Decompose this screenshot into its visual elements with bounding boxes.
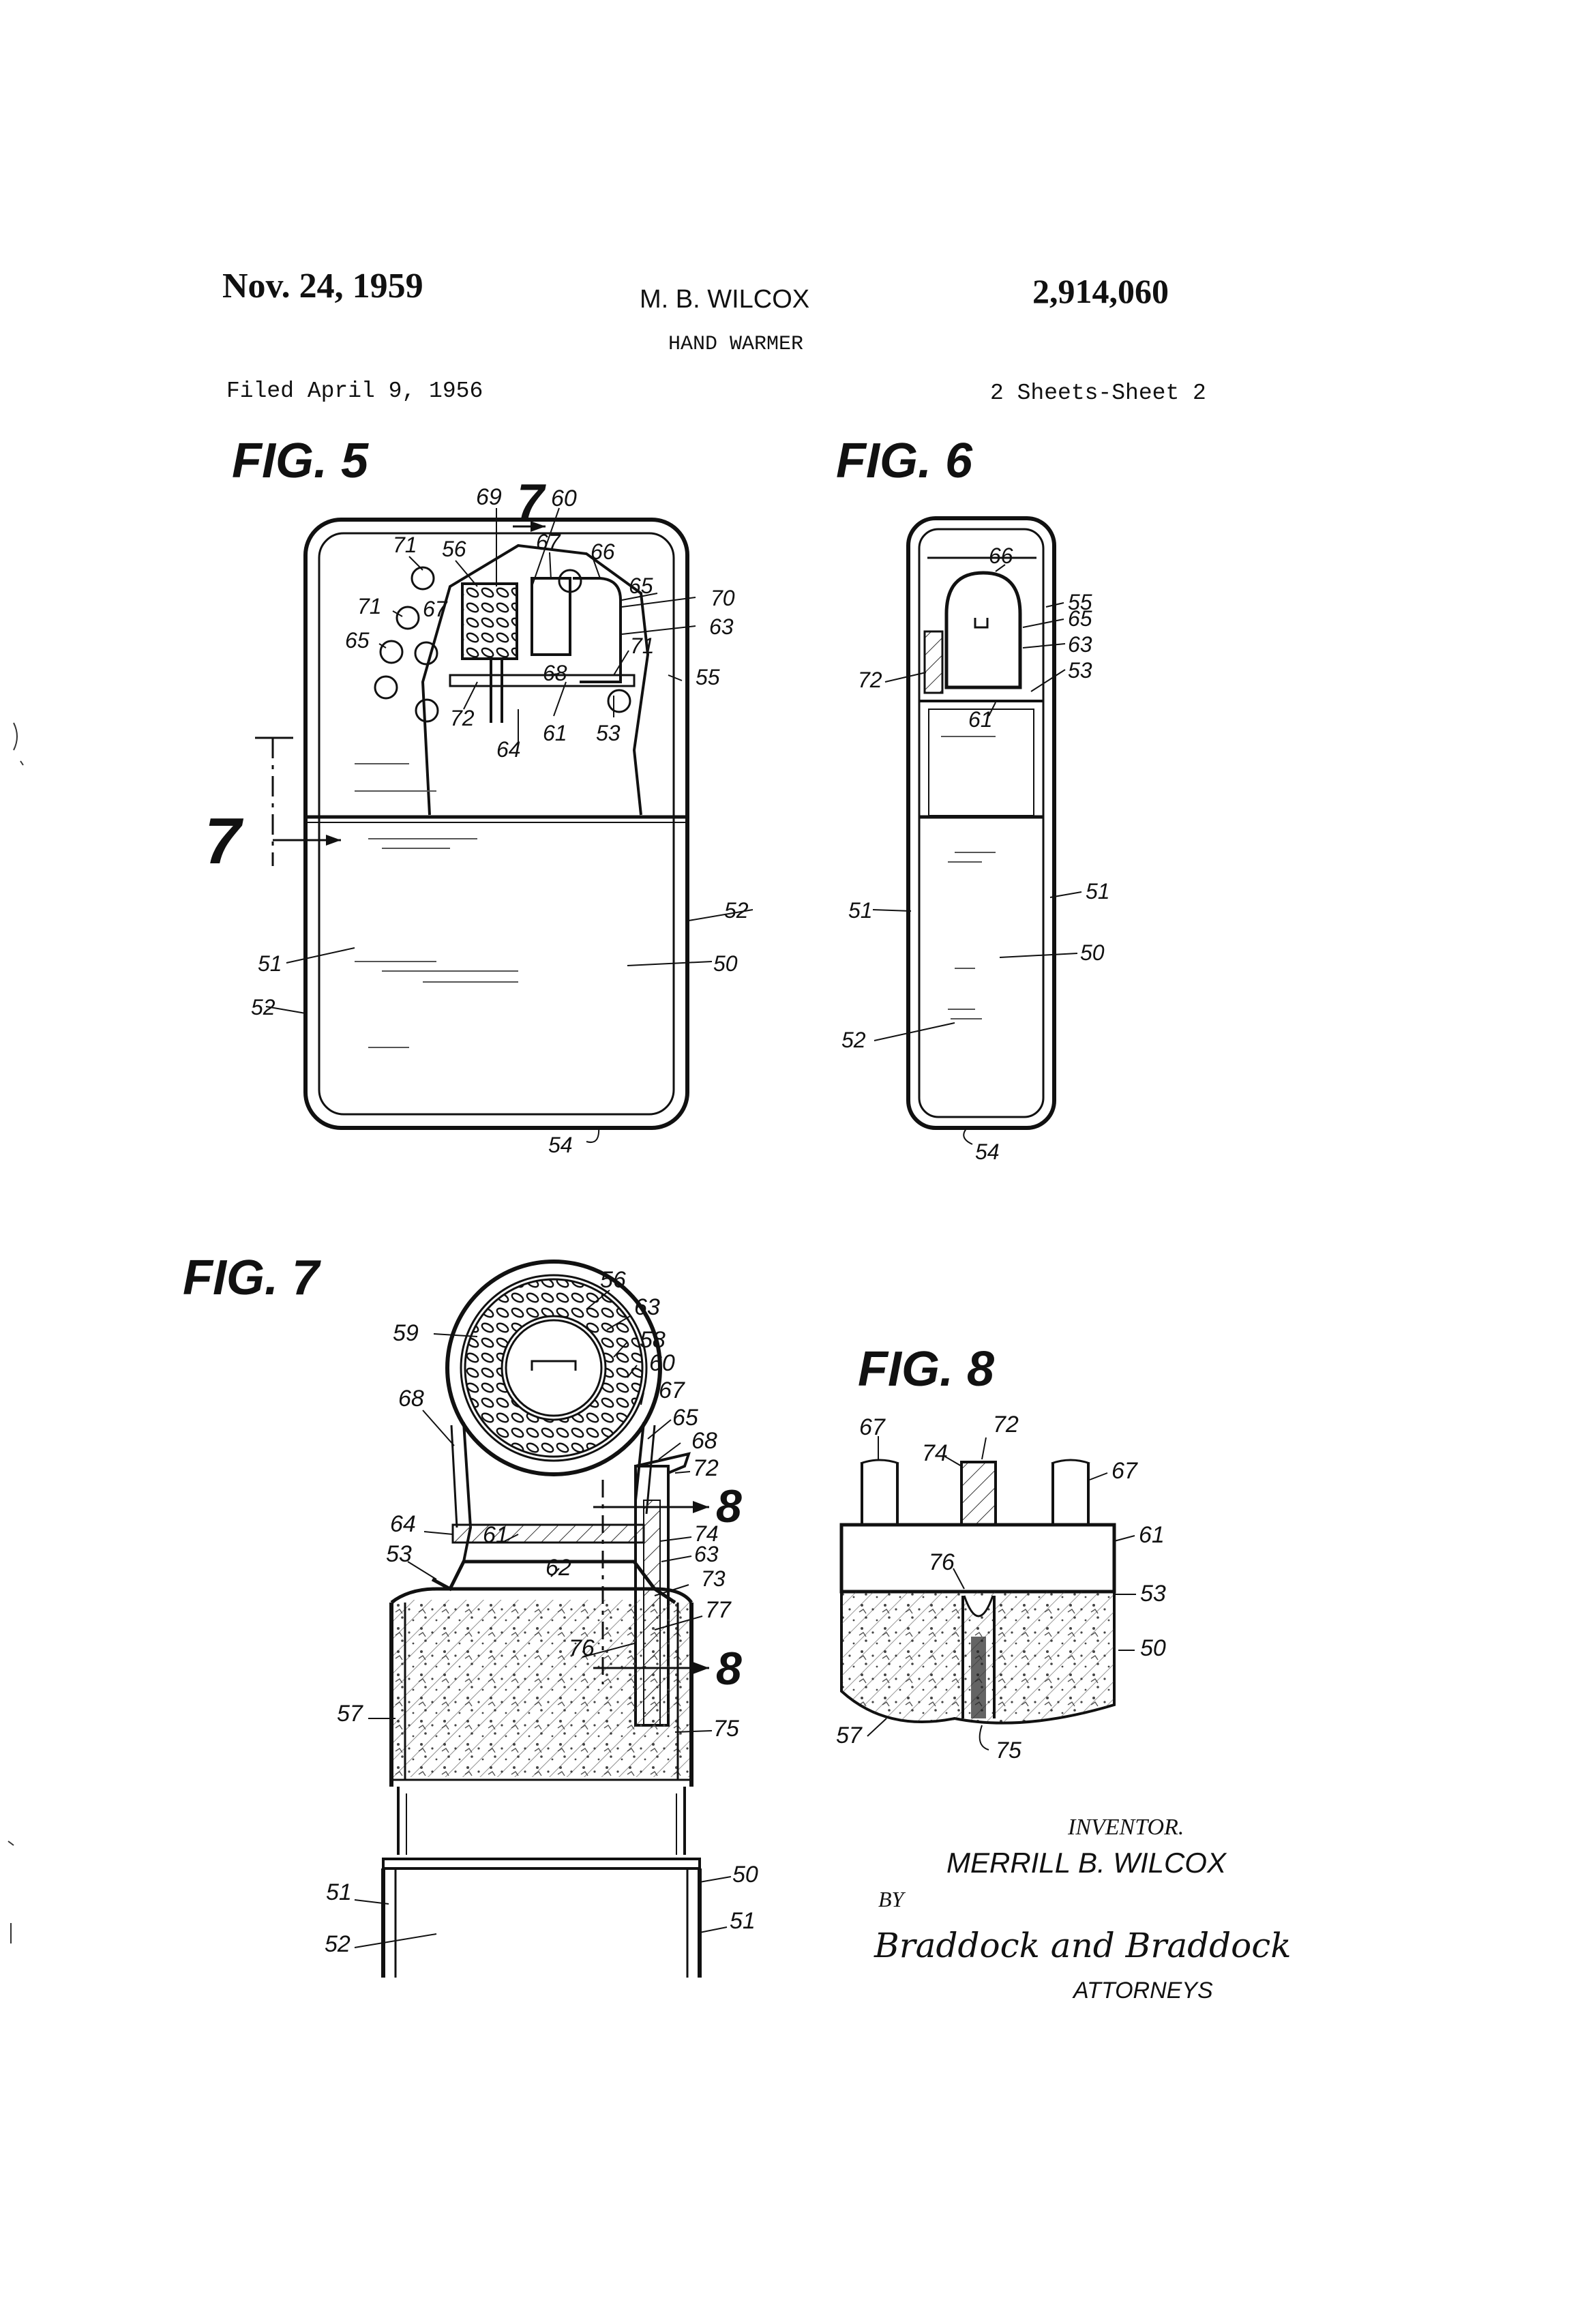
fig7-ref: 77: [705, 1597, 732, 1623]
fig7: FIG. 7: [183, 1251, 758, 1978]
fig5-ref: 65: [345, 628, 370, 653]
fig7-ref: 50: [732, 1862, 758, 1888]
fig8-ref: 76: [929, 1549, 955, 1575]
fig5-ref: 66: [591, 539, 615, 564]
fig5-ref: 67: [536, 530, 561, 554]
fig7-ref: 58: [640, 1327, 666, 1353]
fig6-ref: 51: [1086, 879, 1110, 904]
fig7-ref: 74: [694, 1521, 719, 1546]
fig7-ref: 65: [672, 1405, 698, 1431]
fig8-ref: 72: [993, 1412, 1019, 1437]
fig5-ref: 60: [551, 486, 577, 511]
fig7-ref: 57: [337, 1701, 363, 1727]
fig8-ref: 75: [996, 1738, 1021, 1763]
fig7-ref: 64: [390, 1511, 416, 1537]
inventor-header: M. B. WILCOX: [640, 285, 810, 314]
fig7-ref: 53: [386, 1541, 412, 1567]
sheet-count: 2 Sheets-Sheet 2: [990, 381, 1206, 406]
fig5-ref: 71: [630, 634, 655, 658]
fig5-ref: 54: [548, 1133, 573, 1157]
fig7-ref: 61: [483, 1522, 509, 1548]
fig5-ref: 52: [724, 898, 749, 923]
fig6-ref: 65: [1068, 606, 1092, 631]
fig8-ref: 53: [1140, 1581, 1166, 1607]
fig6-ref: 54: [975, 1139, 1000, 1164]
fig8-ref: 67: [859, 1414, 886, 1440]
inventor-label: INVENTOR.: [1067, 1815, 1184, 1840]
fig8-title: FIG. 8: [858, 1342, 994, 1397]
patent-date: Nov. 24, 1959: [222, 267, 423, 306]
fig6-ref: 50: [1080, 940, 1105, 965]
fig5: FIG. 5: [205, 434, 753, 1157]
fig5-section-mark-bottom: 7: [205, 805, 244, 878]
filed-date: Filed April 9, 1956: [226, 378, 483, 404]
fig6-ref: 55: [1068, 590, 1092, 614]
patent-number: 2,914,060: [1032, 272, 1169, 310]
fig5-ref: 52: [251, 995, 275, 1019]
fig5-ref: 55: [696, 665, 720, 689]
fig8-ref: 50: [1140, 1635, 1166, 1661]
fig7-title: FIG. 7: [183, 1251, 321, 1305]
fig5-title: FIG. 5: [232, 434, 369, 488]
fig8-ref: 57: [836, 1723, 863, 1748]
attorneys-label: ATTORNEYS: [1072, 1978, 1213, 2003]
fig6-ref: 51: [848, 898, 873, 923]
fig5-ref: 70: [711, 586, 735, 610]
fig6-ref: 72: [858, 668, 882, 692]
fig7-ref: 63: [634, 1294, 660, 1320]
fig5-ref: 61: [543, 721, 567, 745]
fig7-ref: 72: [693, 1455, 719, 1481]
fig8-ref: 61: [1139, 1522, 1165, 1548]
fig5-ref: 71: [357, 594, 382, 619]
fig7-ref: 67: [659, 1377, 685, 1403]
fig6-ref: 53: [1068, 658, 1092, 683]
fig6-ref: 66: [989, 543, 1013, 568]
fig5-ref: 63: [709, 614, 734, 639]
fig7-ref: 63: [694, 1542, 719, 1566]
fig7-section-mark-top: 8: [716, 1480, 742, 1532]
inventor-name: MERRILL B. WILCOX: [946, 1847, 1227, 1879]
fig7-ref: 76: [569, 1635, 595, 1661]
fig6-ref: 52: [841, 1028, 866, 1052]
fig7-ref: 73: [701, 1566, 726, 1591]
by-label: BY: [878, 1887, 906, 1911]
fig7-ref: 52: [325, 1931, 350, 1957]
fig7-section-mark-bottom: 8: [716, 1643, 742, 1695]
fig6-title: FIG. 6: [836, 434, 973, 488]
fig7-ref: 62: [546, 1555, 571, 1581]
scan-artifacts: [8, 722, 24, 1943]
fig6-ref: 63: [1068, 632, 1092, 657]
fig7-ref: 68: [691, 1428, 717, 1454]
fig6-outer-case: [906, 516, 1056, 1130]
fig7-ref: 51: [326, 1879, 352, 1905]
fig8-ref: 74: [922, 1440, 948, 1466]
fig5-ref: 71: [393, 533, 417, 557]
fig6: FIG. 6 66 55 65: [836, 434, 1110, 1164]
fig7-ref: 51: [730, 1908, 756, 1934]
fig7-ref: 68: [398, 1386, 424, 1412]
fig5-ref: 56: [442, 537, 466, 561]
fig5-ref: 53: [596, 721, 621, 745]
fig8-ref: 67: [1111, 1458, 1138, 1484]
fig7-ref: 60: [649, 1350, 675, 1376]
fig5-ref: 72: [450, 706, 475, 730]
fig5-ref: 64: [496, 737, 521, 762]
fig7-ref: 59: [393, 1320, 419, 1346]
fig8: FIG. 8 67 72 74 67 61: [836, 1342, 1166, 1763]
fig5-section-mark-top: 7: [517, 475, 546, 529]
fig5-ref: 51: [258, 951, 282, 976]
fig7-ref: 75: [713, 1716, 739, 1742]
invention-title: HAND WARMER: [668, 333, 804, 356]
fig5-ref: 65: [629, 573, 653, 598]
signature-block: INVENTOR. MERRILL B. WILCOX BY Braddock …: [874, 1815, 1292, 2003]
fig7-ref: 56: [600, 1267, 626, 1293]
fig5-ref: 67: [423, 597, 448, 621]
fig5-ref: 69: [476, 484, 502, 510]
attorney-signature: Braddock and Braddock: [874, 1926, 1292, 1965]
fig6-ref: 61: [968, 707, 993, 732]
fig5-ref: 50: [713, 951, 738, 976]
fig5-ref: 68: [543, 661, 567, 685]
